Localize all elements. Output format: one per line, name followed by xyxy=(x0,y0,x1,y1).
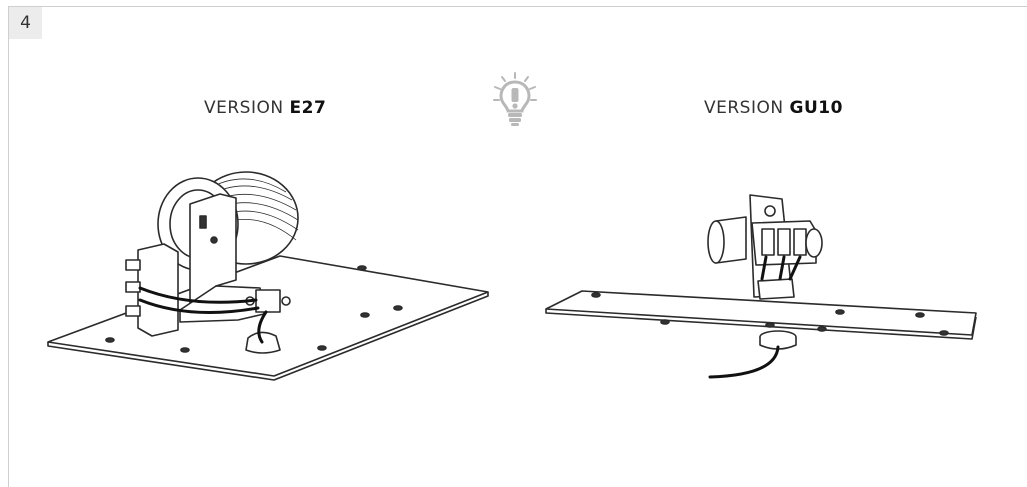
version-gu10-code: GU10 xyxy=(789,98,843,118)
lightbulb-exclamation-icon xyxy=(493,72,537,126)
version-gu10-prefix: VERSION xyxy=(704,98,790,118)
version-gu10-label: VERSION GU10 xyxy=(704,98,843,118)
version-e27-code: E27 xyxy=(289,98,327,118)
e27-assembly-illustration xyxy=(47,171,489,381)
gu10-assembly-illustration xyxy=(545,194,977,379)
version-e27-label: VERSION E27 xyxy=(204,98,326,118)
version-e27-prefix: VERSION xyxy=(204,98,290,118)
page-frame xyxy=(8,6,1027,487)
gu10-mounting-plate xyxy=(545,290,977,336)
step-number-badge: 4 xyxy=(9,7,42,39)
e27-mounting-plate xyxy=(47,255,489,377)
